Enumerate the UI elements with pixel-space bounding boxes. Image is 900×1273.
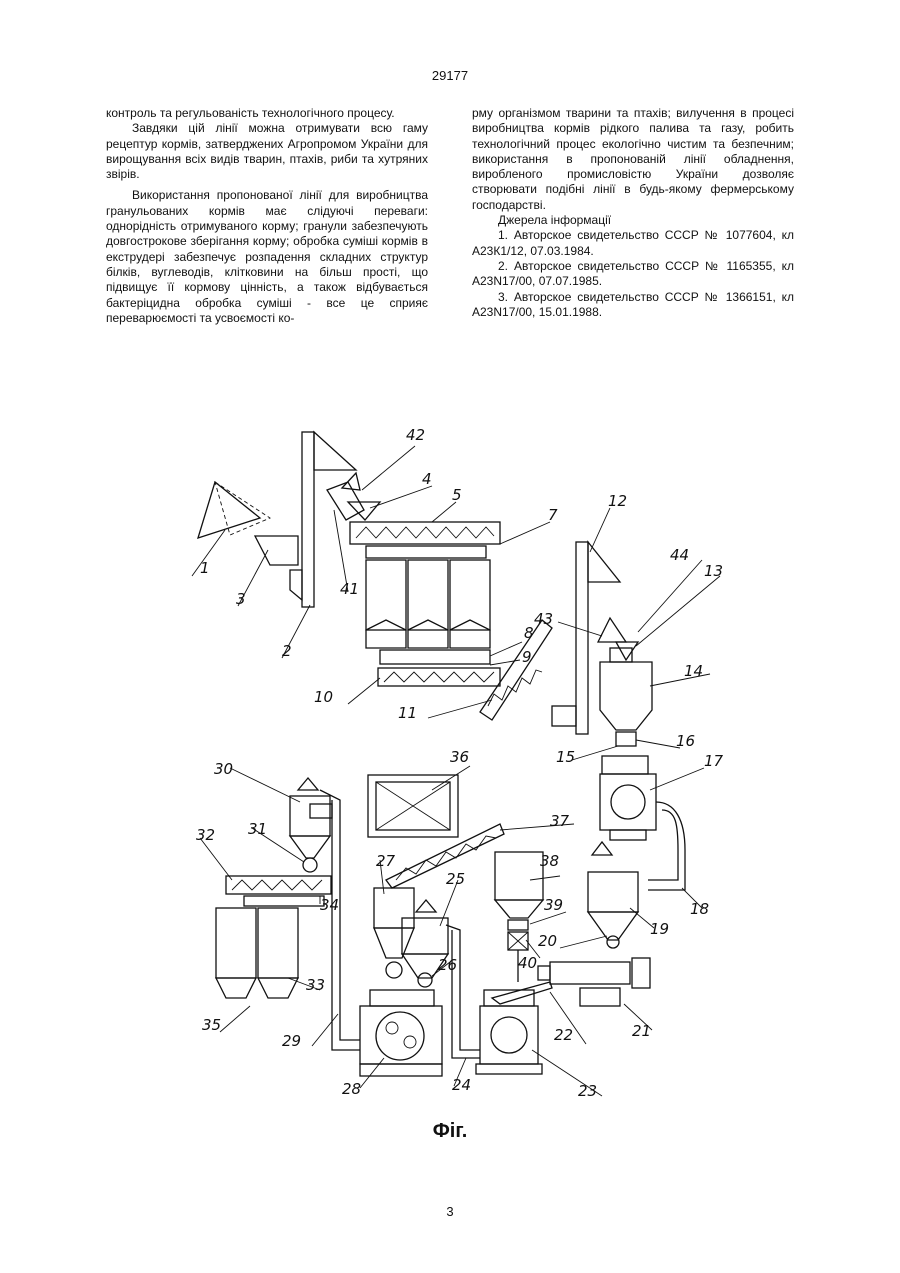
label-31: 31 [248,820,267,838]
label-37: 37 [550,812,570,830]
label-21: 21 [632,1022,651,1040]
label-25: 25 [446,870,465,888]
label-2: 2 [282,642,292,660]
label-22: 22 [554,1026,573,1044]
label-30: 30 [214,760,233,778]
label-36: 36 [450,748,469,766]
label-42: 42 [406,426,425,444]
label-44: 44 [670,546,689,564]
label-19: 19 [650,920,669,938]
page-number: 3 [0,1204,900,1219]
label-32: 32 [196,826,215,844]
label-38: 38 [540,852,559,870]
label-23: 23 [578,1082,597,1100]
label-10: 10 [314,688,333,706]
label-14: 14 [684,662,703,680]
label-8: 8 [524,624,534,642]
label-11: 11 [398,704,417,722]
label-28: 28 [342,1080,361,1098]
label-4: 4 [422,470,432,488]
paragraph: Використання пропонованої лінії для виро… [106,188,428,326]
label-20: 20 [538,932,557,950]
paragraph: контроль та регульованість технологічног… [106,106,428,121]
label-12: 12 [608,492,627,510]
label-26: 26 [438,956,457,974]
label-17: 17 [704,752,724,770]
reference-item: 3. Авторское свидетельство СССР № 136615… [472,290,794,321]
patent-number: 29177 [0,68,900,83]
equipment-drawing [198,432,685,1076]
sources-heading: Джерела інформації [472,213,794,228]
label-35: 35 [202,1016,221,1034]
label-27: 27 [376,852,396,870]
paragraph: рму організмом тварини та птахів; вилуче… [472,106,794,213]
label-18: 18 [690,900,709,918]
label-15: 15 [556,748,575,766]
reference-item: 1. Авторское свидетельство СССР № 107760… [472,228,794,259]
label-33: 33 [306,976,325,994]
label-13: 13 [704,562,723,580]
label-7: 7 [548,506,558,524]
label-9: 9 [522,648,532,666]
label-1: 1 [200,559,210,577]
label-34: 34 [320,896,339,914]
label-3: 3 [236,590,246,608]
label-5: 5 [452,486,462,504]
technical-drawing: 1 2 3 4 5 7 8 9 10 11 12 13 14 15 16 17 … [170,410,820,1130]
reference-item: 2. Авторское свидетельство СССР № 116535… [472,259,794,290]
label-41: 41 [340,580,359,598]
process-line-diagram: 1 2 3 4 5 7 8 9 10 11 12 13 14 15 16 17 … [170,410,820,1130]
paragraph: Завдяки цій лінії можна отримувати всю г… [106,121,428,182]
label-43: 43 [534,610,553,628]
label-29: 29 [282,1032,301,1050]
left-text-column: контроль та регульованість технологічног… [106,106,428,326]
right-text-column: рму організмом тварини та птахів; вилуче… [472,106,794,320]
label-39: 39 [544,896,563,914]
figure-caption: Фіг. [0,1120,900,1143]
label-16: 16 [676,732,695,750]
label-24: 24 [452,1076,471,1094]
label-40: 40 [518,954,537,972]
